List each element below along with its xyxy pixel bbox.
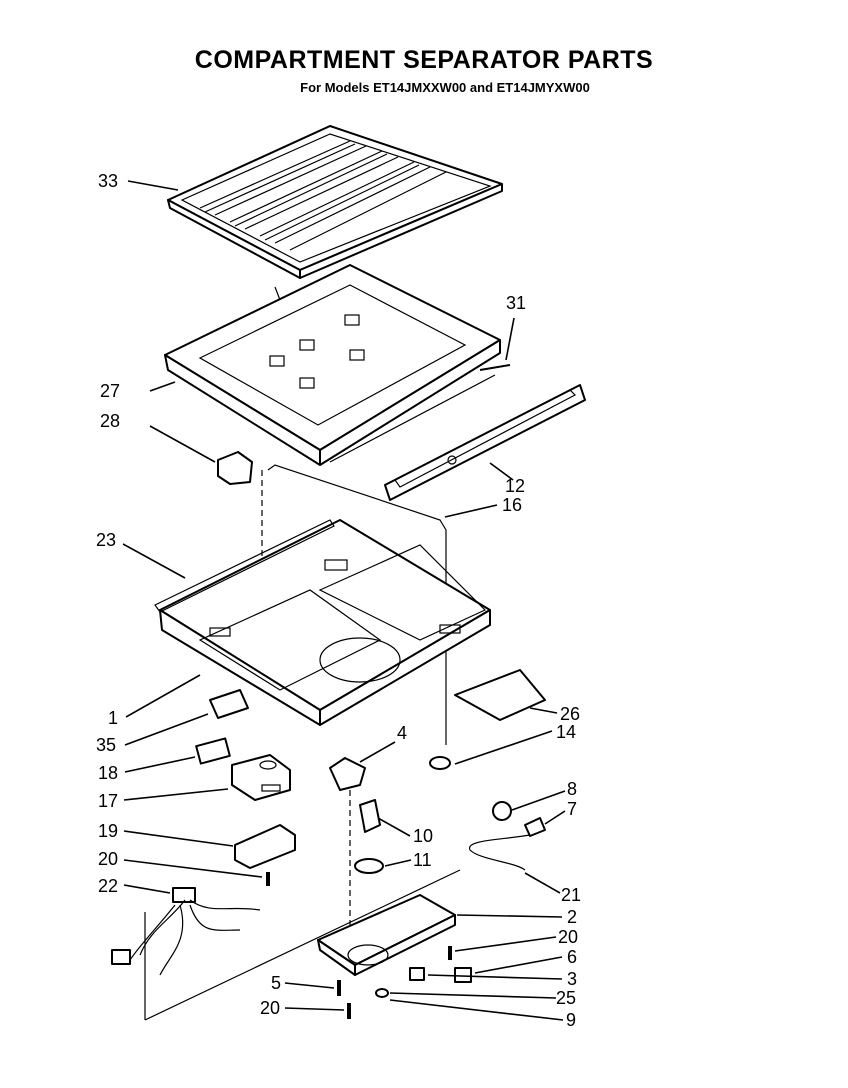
callout-4: 4 xyxy=(397,723,407,743)
part-35-clip xyxy=(209,689,249,719)
part-20-screw-a xyxy=(266,872,270,886)
part-2-housing xyxy=(317,894,456,976)
callout-35: 35 xyxy=(96,735,116,755)
part-21-wire xyxy=(469,834,531,871)
callout-26: 26 xyxy=(560,704,580,724)
part-28-block xyxy=(217,451,253,485)
diagram-subtitle: For Models ET14JMXXW00 and ET14JMYXW00 xyxy=(300,80,590,95)
part-10 xyxy=(359,799,381,833)
callout-18: 18 xyxy=(98,763,118,783)
callout-2: 2 xyxy=(567,907,577,927)
part-17-housing xyxy=(231,754,291,801)
part-7 xyxy=(524,817,546,837)
part-22-harness xyxy=(111,887,261,976)
callout-5: 5 xyxy=(271,973,281,993)
part-11 xyxy=(354,858,384,874)
callout-7: 7 xyxy=(567,799,577,819)
callout-21: 21 xyxy=(561,885,581,905)
part-18 xyxy=(195,737,231,765)
part-4 xyxy=(329,757,366,791)
callout-3: 3 xyxy=(567,969,577,989)
part-12-channel xyxy=(384,384,586,501)
callout-23: 23 xyxy=(96,530,116,550)
part-26-baffle xyxy=(454,669,546,721)
assembly-guide-line xyxy=(144,869,461,1021)
callout-11: 11 xyxy=(413,850,432,870)
part-33-shelf xyxy=(167,125,503,279)
callout-25: 25 xyxy=(556,988,576,1008)
callout-19: 19 xyxy=(98,821,118,841)
callout-8: 8 xyxy=(567,779,577,799)
callout-20-a: 20 xyxy=(98,849,118,869)
part-27-cover xyxy=(164,264,501,466)
callout-22: 22 xyxy=(98,876,118,896)
callout-31: 31 xyxy=(506,293,526,313)
callout-1: 1 xyxy=(108,708,118,728)
part-8 xyxy=(492,801,512,821)
callout-14: 14 xyxy=(556,722,576,742)
callout-12: 12 xyxy=(505,476,525,496)
callout-28: 28 xyxy=(100,411,120,431)
part-5-screw xyxy=(337,980,341,996)
callout-20-c: 20 xyxy=(260,998,280,1018)
part-20-screw-c xyxy=(347,1003,351,1019)
callout-20-b: 20 xyxy=(558,927,578,947)
callout-16: 16 xyxy=(502,495,522,515)
callout-10: 10 xyxy=(413,826,433,846)
callout-27: 27 xyxy=(100,381,120,401)
part-14 xyxy=(429,756,451,770)
callout-17: 17 xyxy=(98,791,118,811)
part-19-bracket xyxy=(234,824,296,869)
diagram-title: COMPARTMENT SEPARATOR PARTS xyxy=(194,46,654,74)
callout-leaders xyxy=(122,180,566,1021)
part-20-screw-b xyxy=(448,946,452,960)
callout-9: 9 xyxy=(566,1010,576,1030)
part-31-strip xyxy=(479,364,511,371)
part-25 xyxy=(375,988,389,998)
part-23-base xyxy=(154,519,491,726)
part-6 xyxy=(454,967,472,983)
callout-33: 33 xyxy=(98,171,118,191)
part-3 xyxy=(409,967,425,981)
callout-6: 6 xyxy=(567,947,577,967)
callout-labels: 33 31 27 28 12 16 23 1 26 35 4 14 18 8 7… xyxy=(96,171,581,1030)
